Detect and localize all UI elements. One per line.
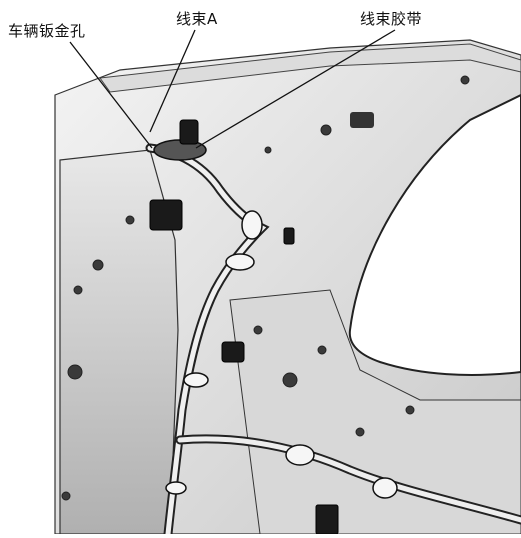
harness-lower-core [177, 436, 521, 523]
body-hole [355, 427, 365, 437]
body-hole [320, 124, 332, 136]
window-opening [348, 93, 521, 376]
tape-wrap [372, 477, 398, 499]
body-hole [405, 405, 415, 415]
tape-wraps [165, 210, 398, 499]
tape-wrap [241, 210, 263, 240]
body-holes [61, 75, 470, 501]
body-hole [92, 259, 104, 271]
body-hole [125, 215, 135, 225]
leader-sheet-metal-hole [69, 41, 153, 149]
body-hole [282, 372, 298, 388]
connector [149, 199, 183, 231]
tape-wrap [225, 253, 255, 271]
label-harness-tape: 线束胶带 [360, 10, 423, 28]
connector [315, 504, 339, 535]
body-hole [61, 491, 71, 501]
body-hole [264, 146, 272, 154]
body-hole [67, 364, 83, 380]
connector [221, 341, 245, 363]
body-hole [317, 345, 327, 355]
leader-lines [69, 29, 396, 149]
connector [283, 227, 295, 245]
roof-edge [99, 43, 521, 93]
tape-wrap [165, 481, 187, 495]
body-hole [73, 285, 83, 295]
leader-harness-tape [195, 29, 396, 149]
connectors [149, 119, 339, 535]
label-harness-a: 线束A [176, 10, 218, 28]
leader-harness-a [149, 29, 196, 133]
body-hole [460, 75, 470, 85]
label-sheet-metal-hole: 车辆钣金孔 [8, 22, 86, 40]
tape-wrap [183, 372, 209, 388]
connector [179, 119, 199, 145]
body-tab [350, 112, 374, 128]
body-hole [253, 325, 263, 335]
tape-wrap [285, 444, 315, 466]
